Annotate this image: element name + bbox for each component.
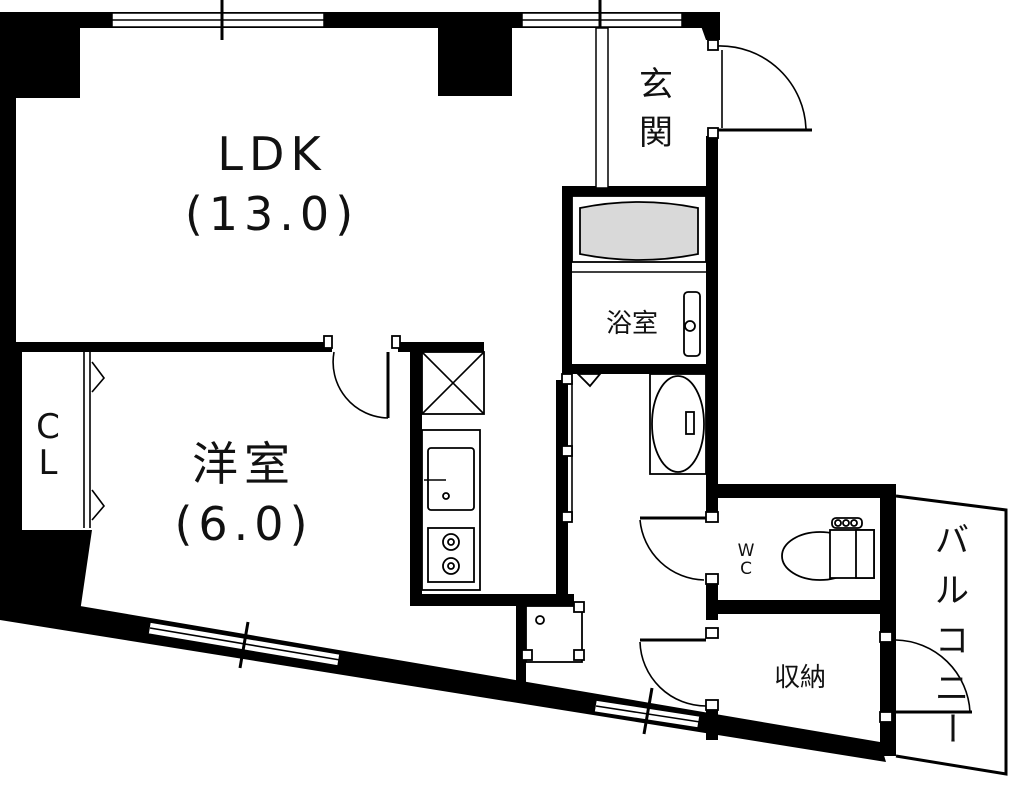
balcony-char-4: ニ xyxy=(935,669,969,709)
fixtures xyxy=(421,195,875,663)
balcony-char-3: コ xyxy=(935,621,969,661)
western-room-size: (6.0) xyxy=(174,497,313,551)
doors xyxy=(83,39,972,723)
balcony-char-5: ー xyxy=(931,711,971,745)
balcony-char-1: バ xyxy=(935,521,969,561)
storage-room-name: 収納 xyxy=(774,663,826,693)
interior-walls xyxy=(16,27,886,740)
bath-room-name: 浴室 xyxy=(606,309,658,339)
balcony xyxy=(895,494,1008,776)
windows xyxy=(111,0,701,735)
entrance-label-line2: 関 xyxy=(639,113,673,153)
ldk-room-size: (13.0) xyxy=(185,187,359,241)
balcony-char-2: ル xyxy=(935,571,969,611)
ldk-room-name: LDK xyxy=(217,127,326,181)
western-room-name: 洋室 xyxy=(192,437,296,491)
closet-label-line2: L xyxy=(39,443,58,483)
entrance-label-line1: 玄 xyxy=(639,65,673,105)
wc-label-line1: W xyxy=(738,541,755,561)
wc-label-line2: C xyxy=(740,559,752,579)
closet-label-line1: C xyxy=(36,407,60,447)
